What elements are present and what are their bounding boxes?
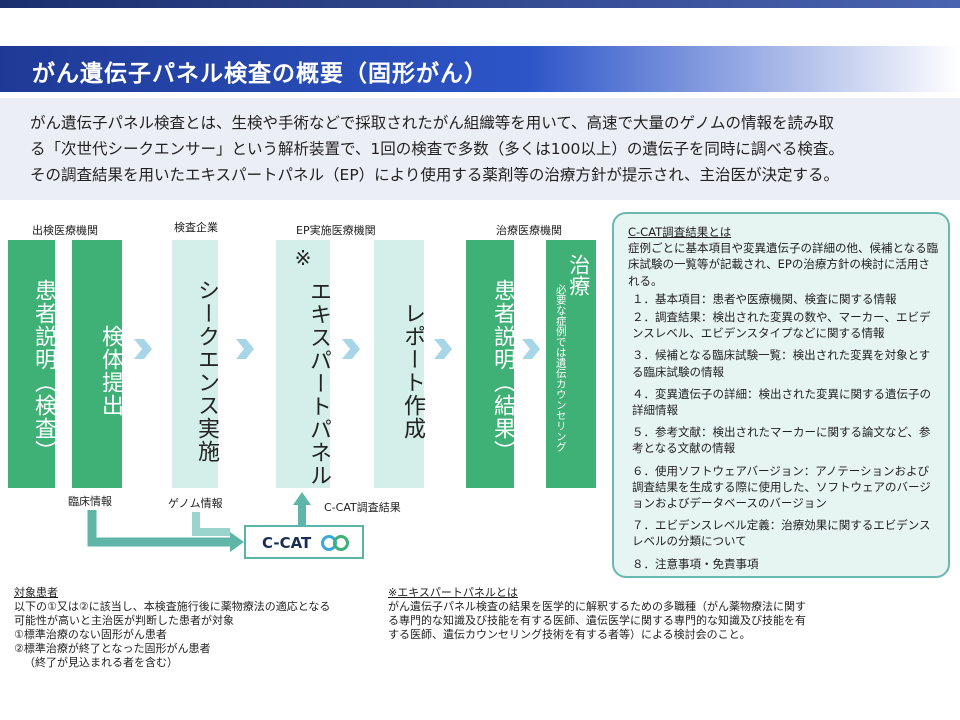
header-company: 検査企業 — [174, 221, 218, 234]
treatment-main-label: 治療 — [566, 254, 591, 296]
ccat-item: １．基本項目：患者や医療機関、検査に関する情報 — [632, 291, 897, 306]
ccat-item: ８．注意事項・免責事項 — [632, 556, 759, 571]
step-sample-submission: 検体提出 — [72, 240, 123, 488]
target-patients-note: 対象患者 以下の①又は②に該当し、本検査施行後に薬物療法の適応となる 可能性が高… — [14, 586, 384, 670]
intro-line: がん遺伝子パネル検査とは、生検や手術などで採取されたがん組織等を用いて、高速で大… — [30, 114, 834, 132]
chevron-arrow-icon — [236, 339, 254, 359]
header-ep: EP実施医療機関 — [296, 224, 376, 237]
step-patient-explanation: 患者説明（検査） — [8, 240, 56, 488]
step-label: エキスパートパネル — [306, 279, 331, 487]
arrow-head-icon — [230, 532, 244, 552]
ccat-item: ５．参考文献：検出されたマーカーに関する論文など、参考となる文献の情報 — [632, 425, 931, 456]
chevron-arrow-icon — [134, 339, 152, 359]
ccat-panel-content: C-CAT調査結果とは 症例ごとに基本項目や変異遺伝子の詳細の他、候補となる臨床… — [628, 224, 940, 572]
ccat-item: ３．候補となる臨床試験一覧：検出された変異を対象とする臨床試験の情報 — [632, 348, 931, 379]
chevron-arrow-icon — [434, 339, 452, 359]
target-patients-line: 可能性が高いと主治医が判断した患者が対象 — [14, 614, 234, 627]
expert-panel-mark: ※ — [294, 246, 312, 270]
treatment-sub-label: 必要な症例では遺伝カウンセリング — [554, 284, 567, 452]
expert-panel-note: ※エキスパートパネルとは がん遺伝子パネル検査の結果を医学的に解釈するための多職… — [388, 586, 878, 642]
target-patients-line: （終了が見込まれる者を含む） — [24, 656, 178, 669]
clinical-info-arrow — [87, 510, 232, 547]
ccat-item: ７．エビデンスレベル定義：治療効果に関するエビデンスレベルの分類について — [632, 518, 931, 549]
step-sequencing: シークエンス実施 — [172, 240, 219, 488]
title-bar: がん遺伝子パネル検査の概要（固形がん） — [0, 46, 960, 92]
target-patients-line: 以下の①又は②に該当し、本検査施行後に薬物療法の適応となる — [14, 600, 331, 613]
step-label: 患者説明（検査） — [31, 279, 56, 463]
ccat-box: C-CAT — [244, 525, 364, 559]
chevron-arrow-icon — [522, 339, 540, 359]
expert-panel-note-heading: ※エキスパートパネルとは — [388, 586, 518, 599]
ccat-item: ４．変異遺伝子の詳細：検出された変異に関する遺伝子の詳細情報 — [632, 386, 931, 418]
expert-panel-note-line: する医師、遺伝カウンセリング技術を有する者等）による検討会のこと。 — [388, 628, 751, 641]
target-patients-line: ②標準治療が終了となった固形がん患者 — [14, 642, 211, 655]
ccat-result-arrow-shaft — [298, 503, 306, 525]
header-treatment: 治療医療機関 — [496, 224, 562, 237]
intro-section: がん遺伝子パネル検査とは、生検や手術などで採取されたがん組織等を用いて、高速で大… — [0, 98, 960, 200]
intro-text: がん遺伝子パネル検査とは、生検や手術などで採取されたがん組織等を用いて、高速で大… — [30, 110, 930, 188]
step-label: レポート作成 — [400, 302, 425, 440]
intro-line: る「次世代シークエンサー」という解析装置で、1回の検査で多数（多くは100以上）… — [30, 140, 844, 158]
step-label: 検体提出 — [98, 325, 123, 417]
ccat-logo-icon — [321, 535, 349, 551]
ccat-result-label: C-CAT調査結果 — [324, 501, 401, 514]
step-label: シークエンス実施 — [194, 279, 219, 463]
ccat-label: C-CAT — [262, 534, 312, 552]
expert-panel-note-line: る専門的な知識及び技能を有する医師、遺伝医学に関する専門的な知識及び技能を有 — [388, 614, 806, 627]
ccat-panel-description: 症例ごとに基本項目や変異遺伝子の詳細の他、候補となる臨床試験の一覧等が記載され、… — [628, 241, 939, 288]
treatment-text-group: 治療 必要な症例では遺伝カウンセリング — [548, 254, 596, 488]
ccat-item: ６．使用ソフトウェアバージョン：アノテーションおよび調査結果を生成する際に使用し… — [632, 463, 931, 511]
intro-line: その調査結果を用いたエキスパートパネル（EP）により使用する薬剤等の治療方針が提… — [30, 166, 840, 184]
step-report: レポート作成 — [374, 240, 425, 488]
step-label: 患者説明（結果） — [490, 279, 515, 463]
header-origin: 出検医療機関 — [32, 224, 98, 237]
clinical-info-label: 臨床情報 — [68, 495, 112, 508]
step-treatment: 治療 必要な症例では遺伝カウンセリング — [546, 240, 596, 488]
page-title: がん遺伝子パネル検査の概要（固形がん） — [32, 61, 488, 87]
top-stripe — [0, 0, 960, 8]
genome-info-label: ゲノム情報 — [168, 497, 223, 510]
ccat-panel-heading: C-CAT調査結果とは — [628, 225, 732, 239]
target-patients-line: ①標準治療のない固形がん患者 — [14, 628, 167, 641]
genome-info-arrow — [192, 512, 230, 536]
ccat-result-panel: C-CAT調査結果とは 症例ごとに基本項目や変異遺伝子の詳細の他、候補となる臨床… — [612, 212, 950, 578]
chevron-arrow-icon — [342, 339, 360, 359]
step-expert-panel: ※ エキスパートパネル — [276, 240, 331, 488]
ccat-item: ２．調査結果：検出された変異の数や、マーカー、エビデンスレベル、エビデンスタイプ… — [632, 310, 931, 341]
step-result-explanation: 患者説明（結果） — [466, 240, 515, 488]
arrow-up-icon — [293, 492, 311, 505]
target-patients-heading: 対象患者 — [14, 586, 58, 599]
expert-panel-note-line: がん遺伝子パネル検査の結果を医学的に解釈するための多職種（がん薬物療法に関す — [388, 600, 806, 613]
